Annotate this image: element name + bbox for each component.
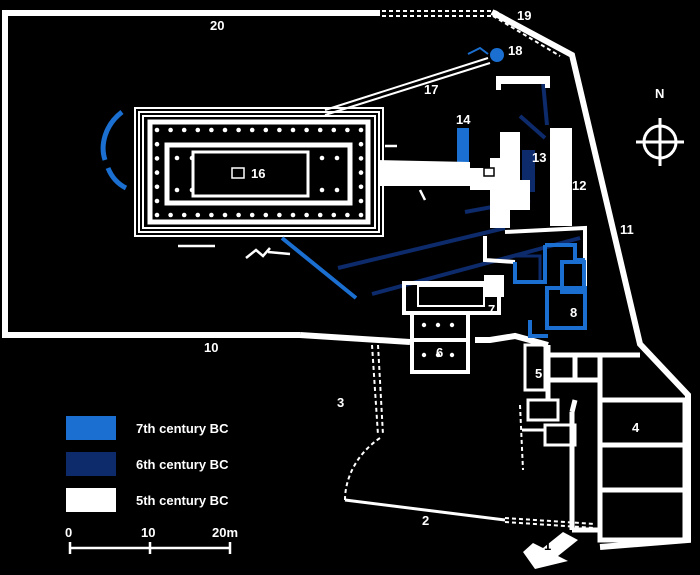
wall-17	[324, 57, 491, 116]
building-7	[484, 275, 504, 297]
label-16: 16	[251, 166, 266, 181]
propylon-6	[402, 281, 501, 374]
legend-item-7th: 7th century BC	[66, 410, 228, 446]
temple-fragments	[178, 144, 427, 259]
dashed-wall-segments	[344, 10, 596, 529]
legend-label-5th: 5th century BC	[136, 492, 229, 508]
legend-item-6th: 6th century BC	[66, 446, 228, 482]
label-11: 11	[620, 222, 634, 237]
label-9: 9	[489, 237, 497, 252]
label-20: 20	[210, 18, 225, 33]
building-12	[550, 128, 572, 226]
legend-swatch-6th	[66, 452, 116, 476]
label-2: 2	[422, 513, 430, 528]
building-8-6th	[512, 254, 542, 280]
structure-14	[457, 128, 469, 162]
label-3: 3	[337, 395, 345, 410]
label-17: 17	[424, 82, 439, 97]
temple-16	[134, 107, 384, 237]
scale-label-20m: 20m	[212, 525, 239, 540]
label-10: 10	[204, 340, 219, 355]
label-15: 15	[432, 169, 447, 184]
label-1: 1	[544, 538, 552, 553]
legend-swatch-7th	[66, 416, 116, 440]
stoa-4	[545, 345, 688, 543]
scale-label-0: 0	[65, 525, 73, 540]
scale-bar	[68, 542, 232, 554]
temple-columns	[154, 127, 364, 218]
entrance-arrow-icon	[523, 532, 578, 569]
building-8	[513, 243, 587, 338]
legend-label-7th: 7th century BC	[136, 420, 229, 436]
north-label: N	[655, 86, 665, 101]
label-19: 19	[517, 8, 532, 23]
wall-7th-diagonal	[280, 236, 358, 300]
label-14: 14	[456, 112, 471, 127]
label-5: 5	[535, 366, 543, 381]
north-arrow-icon	[636, 118, 684, 166]
label-13: 13	[532, 150, 547, 165]
label-12: 12	[572, 178, 587, 193]
label-18: 18	[508, 43, 523, 58]
building-bar-5th	[496, 76, 550, 90]
legend: 7th century BC 6th century BC 5th centur…	[66, 410, 228, 518]
building-5	[522, 343, 577, 447]
legend-label-6th: 6th century BC	[136, 456, 229, 472]
building-15-details	[473, 149, 495, 177]
scale-label-10: 10	[141, 525, 156, 540]
label-7: 7	[488, 302, 496, 317]
legend-item-5th: 5th century BC	[66, 482, 228, 518]
label-4: 4	[632, 420, 640, 435]
building-15	[378, 132, 530, 228]
label-8: 8	[570, 305, 578, 320]
wall-2	[344, 498, 506, 522]
legend-swatch-5th	[66, 488, 116, 512]
structure-18	[467, 46, 504, 62]
propylon-columns	[421, 322, 455, 358]
label-6: 6	[436, 345, 444, 360]
apsidal-arc-7th	[100, 110, 128, 191]
